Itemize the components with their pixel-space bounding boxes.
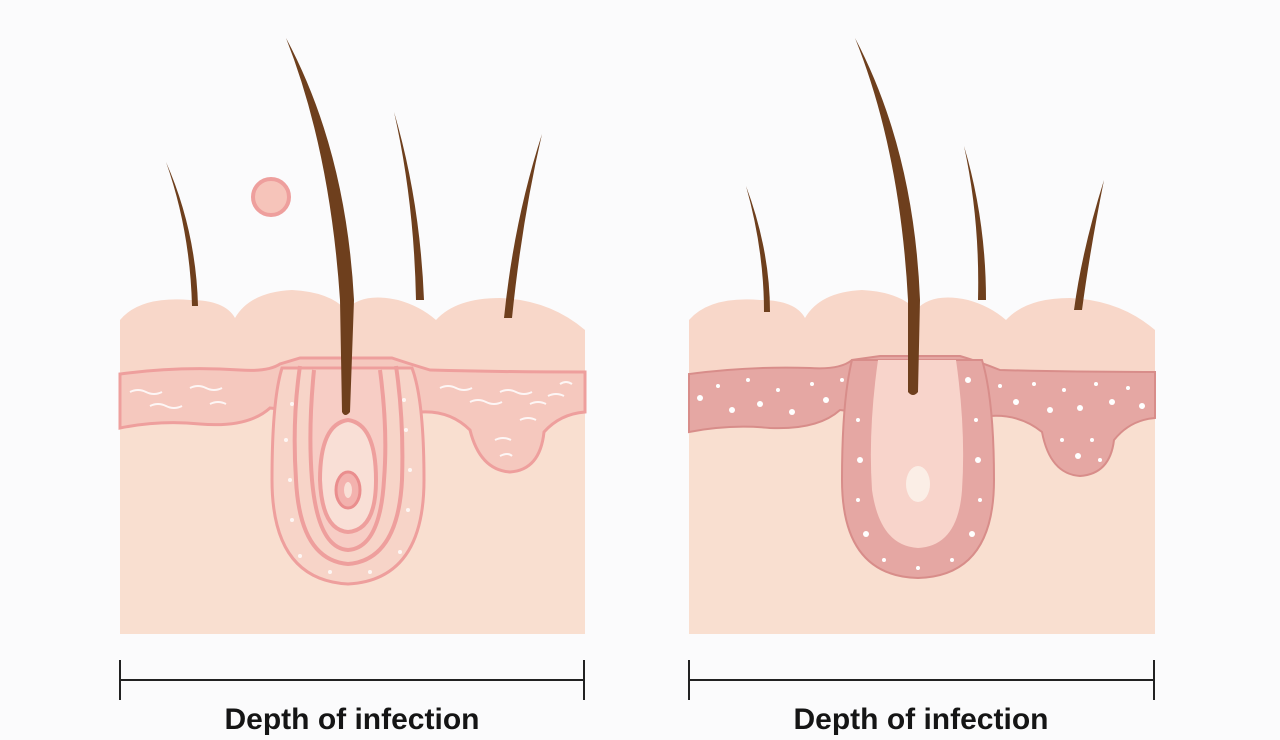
left-caption: Depth of infection	[224, 703, 480, 736]
left-hair-2	[394, 112, 424, 300]
right-skin-panel	[688, 38, 1156, 634]
right-scale-bar	[688, 660, 1155, 700]
left-papilla-core	[344, 482, 352, 498]
right-hair-2	[964, 146, 986, 300]
left-hair-1	[166, 162, 198, 306]
follicle-diagram	[118, 38, 1156, 700]
right-hair-main	[855, 38, 920, 395]
right-band-speckles	[697, 377, 1145, 570]
left-hair-main	[286, 38, 354, 415]
left-follicle-ring-1	[292, 365, 405, 567]
right-hair-1	[746, 186, 770, 312]
right-follicle-inner	[870, 360, 964, 548]
right-papilla	[906, 466, 930, 502]
left-scale-bar	[119, 660, 585, 700]
left-follicle-texture	[284, 398, 412, 574]
left-dermal-band	[118, 356, 587, 474]
left-pustule	[251, 177, 291, 217]
left-skin-panel	[118, 38, 587, 634]
right-dermal-band	[688, 355, 1156, 478]
right-caption: Depth of infection	[793, 703, 1049, 736]
right-hair-3	[1074, 180, 1104, 310]
left-band-texture	[129, 381, 573, 457]
left-hair-3	[504, 134, 542, 318]
right-epidermis	[689, 290, 1155, 372]
